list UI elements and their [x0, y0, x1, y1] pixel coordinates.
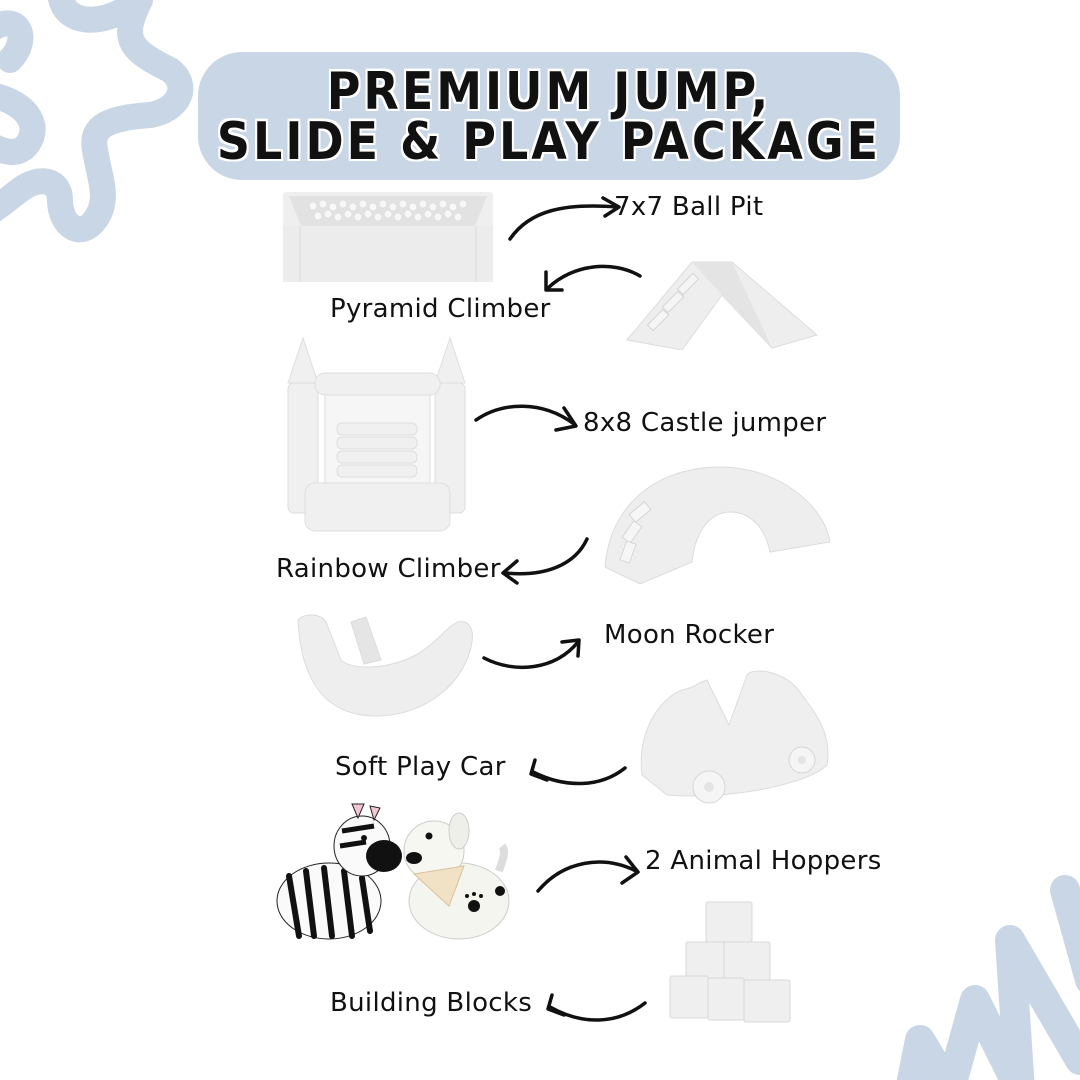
item-label-ball-pit: 7x7 Ball Pit [614, 192, 764, 222]
arrow-to-blocks-label [546, 993, 647, 1022]
pyramid-climber-image [626, 261, 819, 350]
item-label-rainbow-climber: Rainbow Climber [276, 554, 501, 584]
rainbow-climber-image [604, 466, 831, 585]
arrow-to-pyramid-label [544, 264, 642, 292]
scribble-decoration-top-left [0, 0, 194, 243]
castle-jumper-image [287, 336, 466, 532]
arrow-to-rainbow-label [501, 537, 589, 585]
building-blocks-image [669, 901, 791, 1023]
item-label-building-blocks: Building Blocks [330, 988, 533, 1018]
arrow-to-hoppers-label [536, 855, 640, 893]
scribble-decoration-bottom-right [896, 875, 1080, 1080]
arrow-to-moon-label [482, 638, 581, 670]
arrow-to-car-label [529, 758, 627, 786]
title-line-2: Slide & Play Package [216, 110, 882, 172]
item-label-pyramid-climber: Pyramid Climber [330, 294, 551, 324]
title-banner: Premium Jump, Slide & Play Package [198, 52, 900, 180]
item-label-soft-play-car: Soft Play Car [335, 752, 506, 782]
arrow-to-castle-label [474, 404, 578, 432]
item-label-animal-hoppers: 2 Animal Hoppers [645, 846, 882, 876]
ball-pit-image [283, 192, 493, 282]
arrow-to-ball-pit-label [508, 196, 621, 241]
dog-hopper [403, 812, 510, 940]
zebra-hopper [276, 803, 402, 940]
animal-hoppers-image [276, 803, 510, 940]
soft-play-car-image [640, 670, 829, 804]
title-line-1: Premium Jump, [326, 60, 772, 122]
item-label-moon-rocker: Moon Rocker [604, 620, 775, 650]
moon-rocker-image [297, 614, 473, 717]
item-label-castle-jumper: 8x8 Castle jumper [583, 408, 827, 438]
